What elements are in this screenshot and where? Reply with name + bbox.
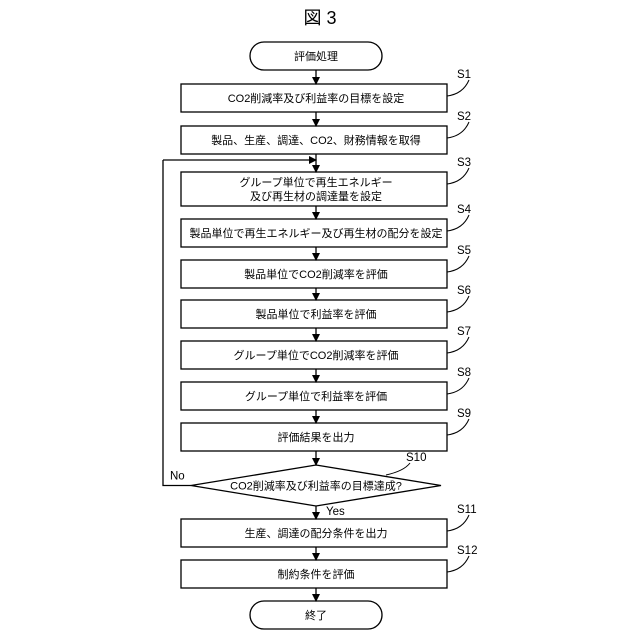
process-step-s3-text-line-2: 及び再生材の調達量を設定 (250, 189, 382, 203)
decision-id: S10 (406, 452, 426, 464)
process-step-s11-id: S11 (457, 504, 477, 516)
yes-branch-label: Yes (326, 506, 345, 518)
process-step-s6-text-line-1: 製品単位で利益率を評価 (256, 307, 377, 321)
process-step-s1-id: S1 (457, 69, 471, 81)
no-branch-label: No (170, 471, 185, 483)
process-step-s5-id: S5 (457, 245, 471, 257)
process-step-s3-text-line-1: グループ単位で再生エネルギー (239, 175, 392, 189)
process-step-s3-leader (447, 168, 469, 184)
decision-text: CO2削減率及び利益率の目標達成? (230, 479, 402, 493)
flowchart-shapes (181, 42, 447, 629)
process-step-s9-text-line-1: 評価結果を出力 (278, 430, 355, 444)
process-step-s8-leader (447, 378, 469, 394)
process-step-s6-id: S6 (457, 285, 471, 297)
process-step-s12-text-line-1: 制約条件を評価 (278, 567, 355, 581)
process-step-s12-id: S12 (457, 545, 477, 557)
process-step-s2-leader (447, 122, 469, 138)
process-step-s9-leader (447, 419, 469, 435)
process-step-s1-leader (447, 80, 469, 96)
process-step-s4-leader (447, 215, 469, 231)
process-step-s3-id: S3 (457, 157, 471, 169)
decision-leader (386, 463, 410, 475)
process-step-s8-text-line-1: グループ単位で利益率を評価 (245, 389, 387, 403)
process-step-s11-leader (447, 515, 469, 531)
process-step-s5-leader (447, 256, 469, 272)
start-terminal-label: 評価処理 (294, 49, 338, 63)
process-step-s7-text-line-1: グループ単位でCO2削減率を評価 (234, 348, 399, 362)
process-step-s5-text-line-1: 製品単位でCO2削減率を評価 (244, 267, 388, 281)
process-step-s11-text-line-1: 生産、調達の配分条件を出力 (245, 526, 388, 540)
process-step-s7-id: S7 (457, 326, 471, 338)
process-step-s1-text-line-1: CO2削減率及び利益率の目標を設定 (228, 91, 405, 105)
process-step-s9-id: S9 (457, 408, 471, 420)
process-step-s2-id: S2 (457, 111, 471, 123)
process-step-s8-id: S8 (457, 367, 471, 379)
process-step-s7-leader (447, 337, 469, 353)
process-step-s12-leader (447, 556, 469, 572)
process-step-s6-leader (447, 296, 469, 312)
figure-title: 図 3 (303, 8, 336, 28)
process-step-s4-id: S4 (457, 204, 472, 216)
process-step-s2-text-line-1: 製品、生産、調達、CO2、財務情報を取得 (211, 133, 421, 147)
end-terminal-label: 終了 (305, 608, 327, 622)
process-step-s4-text-line-1: 製品単位で再生エネルギー及び再生材の配分を設定 (190, 226, 443, 240)
